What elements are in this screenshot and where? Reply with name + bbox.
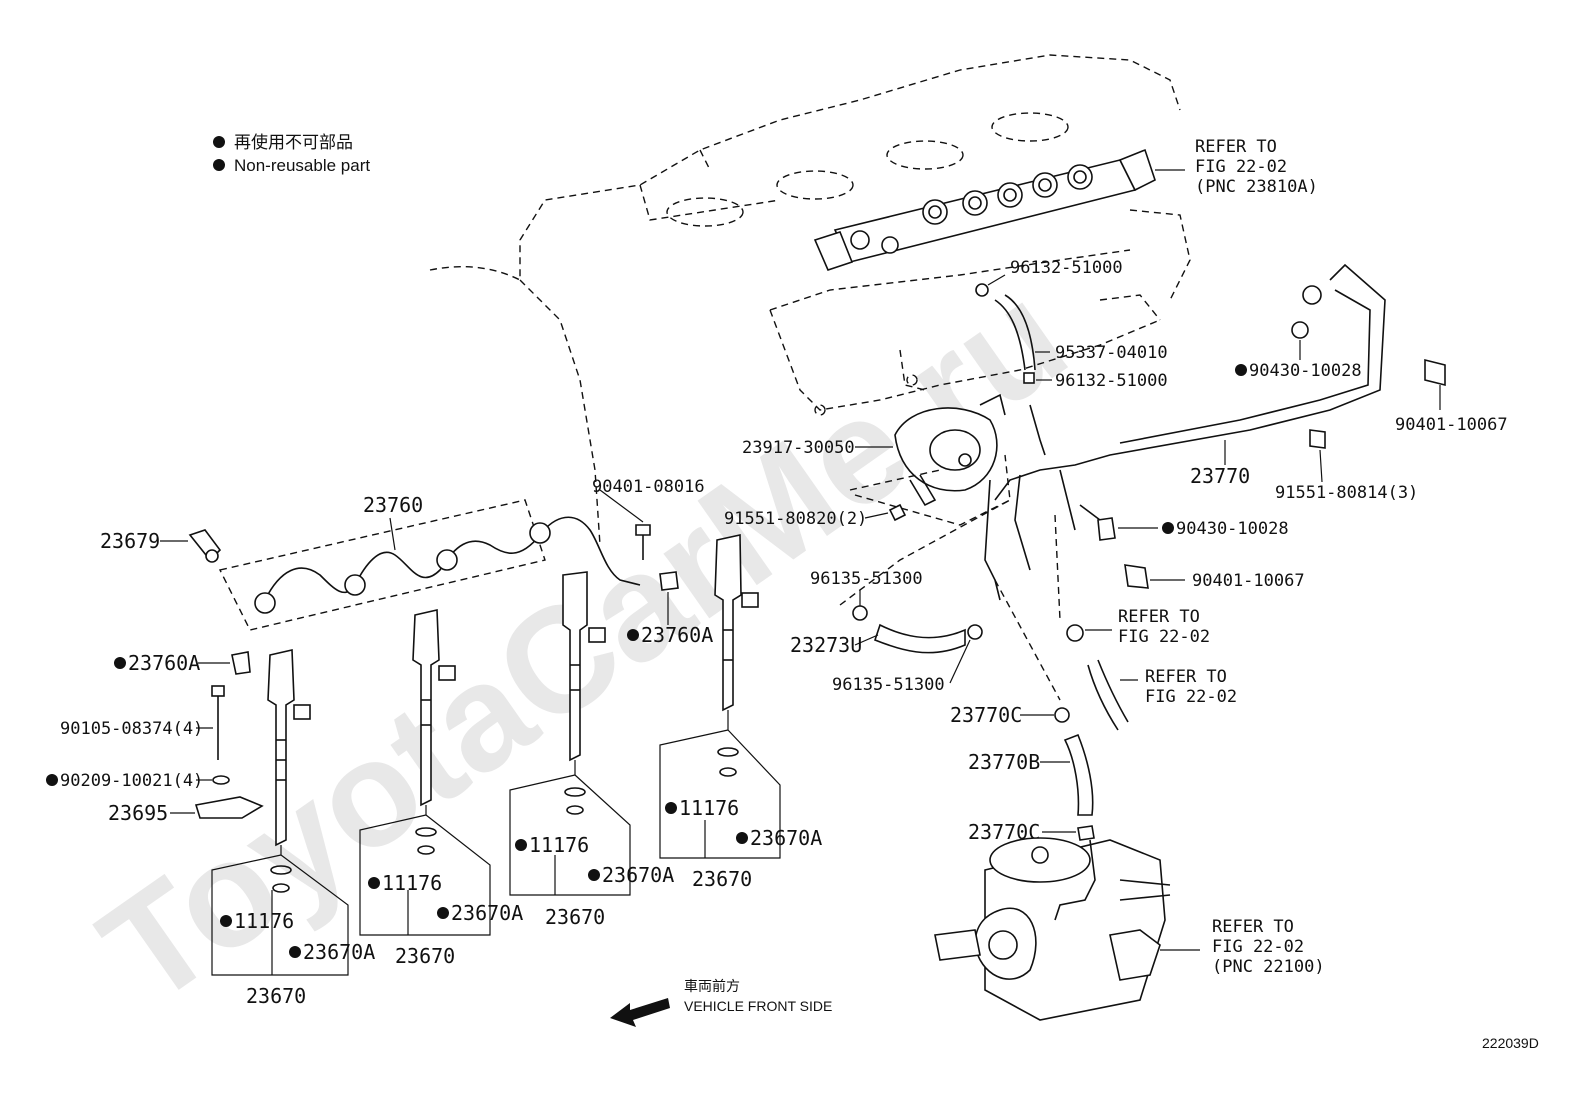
part-23770: 90430-10028 90401-10067 23770 91551-8081… [984, 263, 1508, 601]
non-reusable-bullet-icon [665, 802, 677, 814]
refer-hose2-line1: REFER TO [1145, 667, 1227, 687]
non-reusable-bullet-icon [114, 657, 126, 669]
label-23695: 23695 [108, 801, 168, 825]
non-reusable-bullet-icon [437, 907, 449, 919]
figure-id: 222039D [1482, 1035, 1539, 1051]
fuel-rail: REFER TO FIG 22-02 (PNC 23810A) [813, 137, 1318, 271]
legend: 再使用不可部品 Non-reusable part [213, 132, 370, 175]
part-23770B: 23770C 23770B 23770C [950, 579, 1095, 844]
rail-hose-group: 96132-51000 95337-04010 96132-51000 [975, 258, 1168, 391]
label-inj3-23670: 23670 [545, 905, 605, 929]
non-reusable-bullet-icon [1162, 522, 1174, 534]
part-23917-30050: 23917-30050 91551-80820(2) [724, 393, 1046, 529]
part-23760A-left: 23760A [114, 651, 251, 675]
label-96132-51000-top: 96132-51000 [1010, 258, 1123, 278]
label-inj1-23670A: 23670A [303, 940, 375, 964]
refer-hose1-line2: FIG 22-02 [1118, 627, 1210, 647]
refer-hose-parts: REFER TO FIG 22-02 REFER TO FIG 22-02 [1054, 514, 1237, 731]
non-reusable-bullet-icon [627, 629, 639, 641]
non-reusable-bullet-icon [46, 774, 58, 786]
label-90105-08374: 90105-08374(4) [60, 719, 203, 739]
label-23273U: 23273U [790, 633, 862, 657]
label-91551-80814: 91551-80814(3) [1275, 483, 1418, 503]
label-inj2-23670: 23670 [395, 944, 455, 968]
refer-rail-line1: REFER TO [1195, 137, 1277, 157]
label-90430-10028-top: 90430-10028 [1249, 361, 1362, 381]
refer-hose1-line1: REFER TO [1118, 607, 1200, 627]
label-90401-10067-top: 90401-10067 [1395, 415, 1508, 435]
label-23760A-right: 23760A [641, 623, 713, 647]
direction-en: VEHICLE FRONT SIDE [684, 998, 832, 1014]
non-reusable-bullet-icon [289, 946, 301, 958]
part-23273U: 96135-51300 23273U 96135-51300 [790, 499, 1011, 695]
direction-jp: 車両前方 [684, 978, 740, 994]
label-inj2-23670A: 23670A [451, 901, 523, 925]
label-inj2-11176: 11176 [382, 871, 442, 895]
label-90401-10067-mid: 90401-10067 [1192, 571, 1305, 591]
non-reusable-bullet-icon [588, 869, 600, 881]
legend-bullet-icon [213, 159, 225, 171]
non-reusable-bullet-icon [1235, 364, 1247, 376]
label-96135-51300-a: 96135-51300 [810, 569, 923, 589]
non-reusable-bullet-icon [220, 915, 232, 927]
non-reusable-bullet-icon [368, 877, 380, 889]
refer-rail-line2: FIG 22-02 [1195, 157, 1287, 177]
label-23679: 23679 [100, 529, 160, 553]
refer-pump-line2: FIG 22-02 [1212, 937, 1304, 957]
arrow-left-icon [610, 998, 670, 1027]
injector-2: 11176 23670A 23670 [359, 609, 523, 968]
label-23770B: 23770B [968, 750, 1040, 774]
label-96132-51000-bot: 96132-51000 [1055, 371, 1168, 391]
label-inj3-23670A: 23670A [602, 863, 674, 887]
injection-pipe-23760: 23760 [218, 493, 641, 631]
refer-rail-line3: (PNC 23810A) [1195, 177, 1318, 197]
label-90430-10028-mid: 90430-10028 [1176, 519, 1289, 539]
label-23760: 23760 [363, 493, 423, 517]
vehicle-front-direction: 車両前方 VEHICLE FRONT SIDE [610, 978, 832, 1027]
injector-clamp-hardware: 90105-08374(4) 90209-10021(4) 23695 [46, 685, 264, 825]
legend-bullet-icon [213, 136, 225, 148]
label-23760A-left: 23760A [128, 651, 200, 675]
label-96135-51300-b: 96135-51300 [832, 675, 945, 695]
legend-en: Non-reusable part [234, 156, 370, 175]
label-90401-08016: 90401-08016 [592, 477, 705, 497]
label-90209-10021: 90209-10021(4) [60, 771, 203, 791]
label-95337-04010: 95337-04010 [1055, 343, 1168, 363]
engine-outline [429, 54, 1191, 546]
part-90401-08016: 90401-08016 23760A [592, 477, 713, 647]
label-23917-30050: 23917-30050 [742, 438, 855, 458]
non-reusable-bullet-icon [736, 832, 748, 844]
refer-pump-line1: REFER TO [1212, 917, 1294, 937]
label-inj4-23670: 23670 [692, 867, 752, 891]
injector-1: 11176 23670A 23670 [211, 649, 375, 1008]
label-inj1-11176: 11176 [234, 909, 294, 933]
supply-pump: REFER TO FIG 22-02 (PNC 22100) [934, 837, 1325, 1021]
refer-hose2-line2: FIG 22-02 [1145, 687, 1237, 707]
label-23770C-top: 23770C [950, 703, 1022, 727]
injector-4: 11176 23670A 23670 [659, 534, 822, 891]
non-reusable-bullet-icon [515, 839, 527, 851]
label-23770: 23770 [1190, 464, 1250, 488]
refer-pump-line3: (PNC 22100) [1212, 957, 1325, 977]
injector-3: 11176 23670A 23670 [509, 571, 674, 929]
label-inj3-11176: 11176 [529, 833, 589, 857]
label-inj4-23670A: 23670A [750, 826, 822, 850]
part-23679: 23679 [100, 529, 222, 563]
label-91551-80820: 91551-80820(2) [724, 509, 867, 529]
legend-jp: 再使用不可部品 [234, 132, 353, 152]
label-inj4-11176: 11176 [679, 796, 739, 820]
label-inj1-23670: 23670 [246, 984, 306, 1008]
